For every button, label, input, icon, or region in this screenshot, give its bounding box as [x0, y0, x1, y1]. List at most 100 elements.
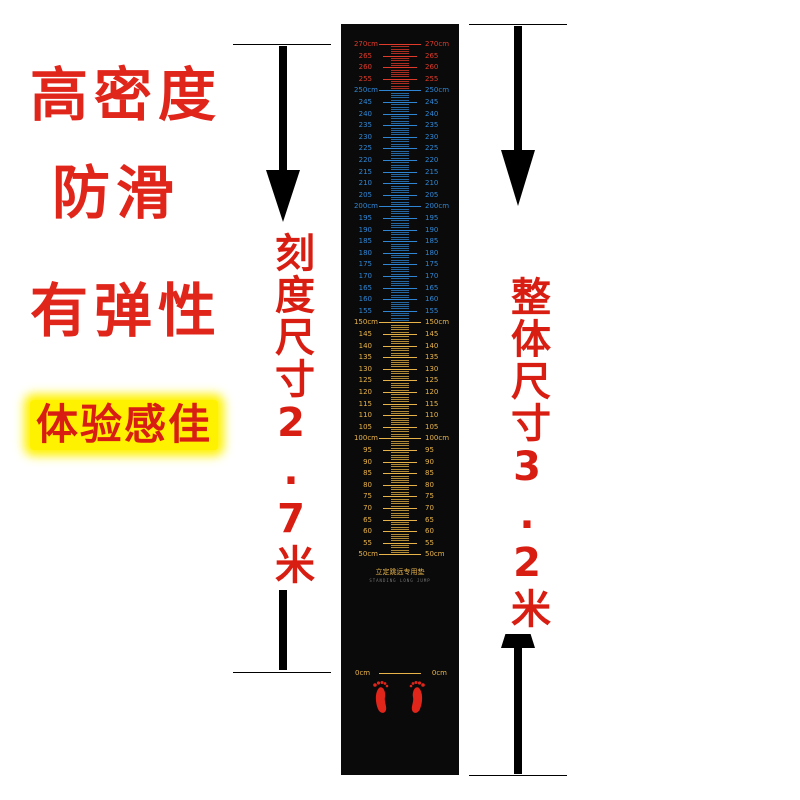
tick-minor: [391, 85, 409, 87]
tick-minor: [391, 373, 409, 375]
tick-label-right: 120: [425, 388, 439, 396]
tick-minor: [391, 526, 409, 528]
tick-minor: [391, 545, 409, 547]
tick-label-right: 170: [425, 272, 439, 280]
tick-minor: [391, 389, 409, 391]
tick-label-left: 70: [363, 504, 372, 512]
tick-minor: [391, 352, 409, 354]
tick-label-right: 225: [425, 144, 439, 153]
tick-minor: [391, 104, 409, 106]
tick-minor: [391, 463, 409, 465]
tick-minor: [391, 296, 409, 298]
tick-minor: [391, 197, 409, 199]
tick-minor: [391, 236, 409, 238]
tick-mark: [383, 218, 417, 219]
tick-minor: [391, 498, 409, 500]
tick-minor: [391, 97, 409, 99]
tick-minor: [391, 456, 409, 458]
tick-label-left: 145: [358, 330, 372, 338]
tick-minor: [391, 343, 409, 345]
tick-minor: [391, 359, 409, 361]
tick-minor: [391, 282, 409, 284]
tick-label-right: 175: [425, 260, 439, 269]
tick-label-right: 255: [425, 74, 439, 83]
tick-mark: [383, 55, 417, 57]
feature-comfortable: 体验感佳: [30, 400, 219, 450]
tick-minor: [391, 412, 409, 414]
tick-minor: [391, 552, 409, 554]
tick-minor: [391, 259, 409, 261]
tick-minor: [391, 141, 409, 143]
tick-label-left: 130: [358, 364, 372, 373]
tick-minor: [391, 95, 409, 97]
tick-label-right: 85: [425, 469, 434, 478]
tick-label-right: 245: [425, 98, 439, 106]
tick-minor: [391, 487, 409, 489]
overall-size-label: 整体尺寸3.2米: [498, 272, 556, 634]
tick-minor: [391, 538, 409, 540]
tick-label-right: 80: [425, 480, 434, 489]
tick-minor: [391, 468, 409, 470]
tick-minor: [391, 166, 409, 168]
feature-anti-slip: 防滑: [52, 159, 181, 227]
tick-minor: [391, 336, 409, 338]
tick-minor: [391, 248, 409, 250]
tick-minor: [391, 292, 409, 294]
tick-label-left: 95: [363, 446, 372, 454]
footprints-icon: [373, 681, 425, 713]
tick-label-left: 135: [358, 353, 372, 362]
tick-label-right: 100cm: [425, 434, 450, 443]
tick-mark: [379, 206, 421, 208]
tick-label-right: 180: [425, 248, 439, 257]
tick-label-left: 90: [363, 457, 372, 466]
tick-minor: [391, 255, 409, 257]
tick-minor: [391, 155, 409, 157]
tick-mark: [383, 334, 417, 335]
tick-minor: [391, 371, 409, 373]
tick-minor: [391, 549, 409, 551]
tick-mark: [383, 113, 417, 115]
tick-mark: [383, 183, 417, 185]
tick-mark: [379, 90, 421, 92]
tick-minor: [391, 424, 409, 426]
tick-minor: [391, 320, 409, 322]
tick-minor: [391, 129, 409, 131]
tick-minor: [391, 396, 409, 398]
tick-label-left: 175: [358, 260, 372, 269]
tick-label-right: 145: [425, 330, 439, 338]
tick-minor: [391, 215, 409, 217]
tick-mark: [383, 287, 417, 289]
tick-label-left: 260: [358, 63, 372, 72]
tick-mark: [379, 438, 421, 440]
tick-minor: [391, 361, 409, 363]
tick-minor: [391, 224, 409, 226]
tick-minor: [391, 62, 409, 64]
tick-minor: [391, 429, 409, 431]
tick-minor: [391, 173, 409, 175]
tick-minor: [391, 452, 409, 454]
tick-mark: [383, 496, 417, 498]
tick-label-left: 170: [358, 272, 372, 280]
tick-minor: [391, 74, 409, 76]
tick-minor: [391, 308, 409, 310]
tick-mark: [383, 276, 417, 277]
tick-minor: [391, 176, 409, 178]
tick-minor: [391, 470, 409, 472]
overall-top-reference-line: [469, 24, 567, 25]
tick-minor: [391, 443, 409, 445]
tick-minor: [391, 48, 409, 50]
tick-minor: [391, 533, 409, 535]
tick-mark: [383, 542, 417, 544]
tick-mark: [383, 148, 417, 150]
tick-label-right: 75: [425, 492, 434, 501]
tick-label-right: 160: [425, 295, 439, 304]
feature-high-density: 高密度: [30, 61, 223, 129]
tick-minor: [391, 211, 409, 213]
tick-label-left: 80: [363, 480, 372, 489]
tick-mark: [383, 357, 417, 359]
tick-minor: [391, 180, 409, 182]
tick-mark: [383, 531, 417, 533]
tick-mark: [383, 450, 417, 451]
tick-mark: [383, 241, 417, 243]
zero-label-left: 0cm: [355, 669, 371, 677]
